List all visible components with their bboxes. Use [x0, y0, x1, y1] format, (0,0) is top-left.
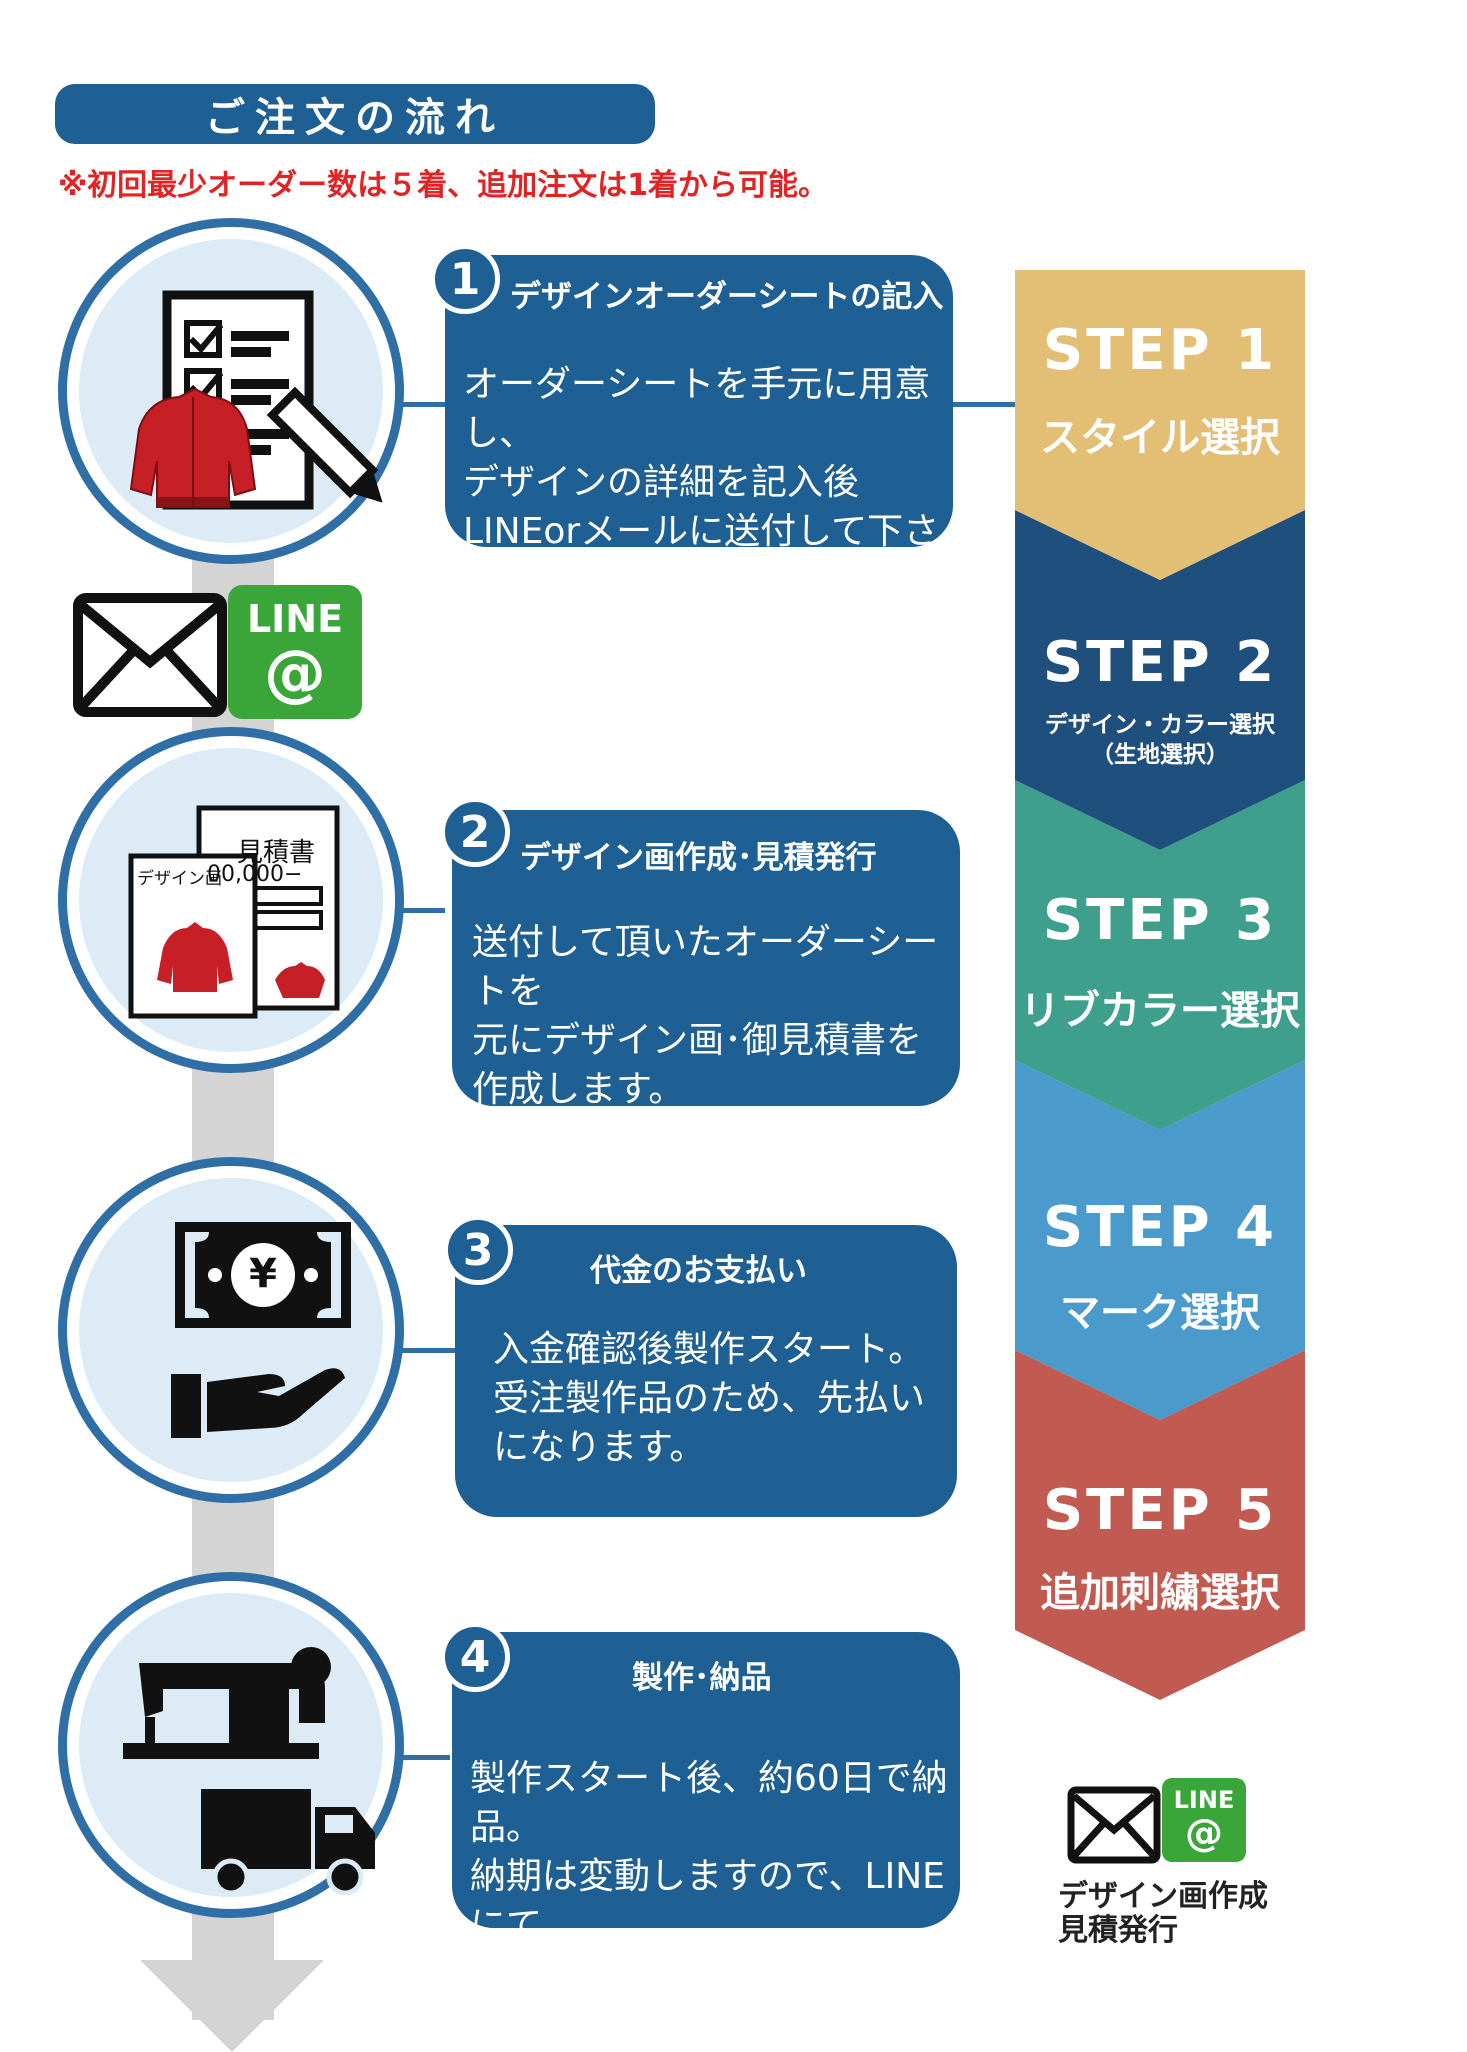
- flow-arrow-down-icon: [140, 1960, 324, 2052]
- step-3-desc: リブカラー選択: [1020, 988, 1300, 1034]
- mail-icon: [1067, 1786, 1161, 1864]
- estimate-doc-title: 見積書: [237, 838, 316, 868]
- step-2-desc: デザイン・カラー選択: [1045, 712, 1275, 738]
- connector: [395, 1755, 450, 1760]
- step-band-1: [1015, 270, 1305, 580]
- mail-icon: [73, 593, 227, 717]
- jacket-image: [129, 387, 257, 508]
- flow-card-body: 入金確認後製作スタート。 受注製作品のため、先払い になります。: [493, 1329, 926, 1468]
- design-estimate-icon: [128, 805, 340, 1019]
- step-5-desc: 追加刺繍選択: [1040, 1570, 1280, 1616]
- step-5-label: STEP 5: [1042, 1478, 1278, 1543]
- step-1-desc: スタイル選択: [1040, 415, 1280, 461]
- design-doc-title: デザイン画: [137, 869, 222, 889]
- flow-card-3: 入金確認後製作スタート。 受注製作品のため、先払い になります。: [455, 1225, 957, 1517]
- step-number-badge: 3: [443, 1215, 513, 1285]
- yen-icon: ¥: [249, 1251, 277, 1297]
- line-badge-text: LINE: [246, 597, 344, 641]
- step-band-2: [1015, 510, 1305, 850]
- step-4-label: STEP 4: [1042, 1195, 1278, 1260]
- step-1-label: STEP 1: [1042, 318, 1278, 383]
- step-number-badge: 1: [430, 244, 500, 314]
- line-badge-at: @: [264, 636, 326, 709]
- line-badge-text: LINE: [1173, 1786, 1235, 1814]
- connector: [953, 402, 1015, 407]
- flow-circle-4: [58, 1572, 404, 1918]
- line-badge-at: @: [1185, 1811, 1223, 1855]
- flow-card-title: 製作･納品: [632, 1660, 772, 1696]
- flow-card-4: 製作スタート後、約60日で納品。 納期は変動しますので、LINEにて お問い合わ…: [452, 1632, 960, 1995]
- step-number-badge: 2: [440, 797, 510, 867]
- flow-circle-3: ¥: [58, 1157, 404, 1503]
- step-number-badge: 4: [440, 1622, 510, 1692]
- step-2-desc-sub: （生地選択）: [1091, 742, 1229, 768]
- connector: [395, 908, 445, 913]
- order-notice: ※初回最少オーダー数は５着、追加注文は1着から可能。: [58, 168, 829, 203]
- step-band-5: [1015, 1350, 1305, 1700]
- step-2-label: STEP 2: [1042, 630, 1278, 695]
- flow-card-title: デザインオーダーシートの記入: [510, 279, 944, 315]
- flow-card-title: 代金のお支払い: [590, 1253, 807, 1289]
- step-3-label: STEP 3: [1042, 888, 1278, 953]
- line-at-icon: LINE @: [1162, 1778, 1246, 1862]
- flow-circle-1: [58, 218, 404, 564]
- flow-card-body: 送付して頂いたオーダーシートを 元にデザイン画･御見積書を 作成します。: [472, 922, 939, 1110]
- step-band-3: [1015, 780, 1305, 1130]
- estimate-amount: 00,000−: [207, 862, 303, 887]
- page-title: ご注文の流れ: [55, 84, 655, 144]
- flow-card-body: オーダーシートを手元に用意し、 デザインの詳細を記入後 LINEorメールに送付…: [463, 364, 940, 601]
- flow-card-title: デザイン画作成･見積発行: [520, 840, 877, 876]
- sewing-delivery-icon: [123, 1647, 375, 1896]
- steps-column: [1015, 270, 1305, 1700]
- flow-card-1: オーダーシートを手元に用意し、 デザインの詳細を記入後 LINEorメールに送付…: [445, 255, 953, 601]
- bottom-caption: デザイン画作成 見積発行: [1058, 1879, 1268, 1948]
- connector: [395, 402, 445, 407]
- order-sheet-icon: [129, 290, 383, 510]
- step-band-4: [1015, 1060, 1305, 1420]
- step-4-desc: マーク選択: [1060, 1290, 1260, 1336]
- flow-card-2: 送付して頂いたオーダーシートを 元にデザイン画･御見積書を 作成します。: [452, 810, 960, 1110]
- connector: [395, 1348, 455, 1353]
- line-at-icon: LINE @: [228, 585, 362, 719]
- flow-card-body: 製作スタート後、約60日で納品。 納期は変動しますので、LINEにて お問い合わ…: [470, 1758, 948, 1995]
- payment-icon: [171, 1222, 351, 1438]
- flow-circle-2: 見積書 00,000− デザイン画: [58, 727, 404, 1073]
